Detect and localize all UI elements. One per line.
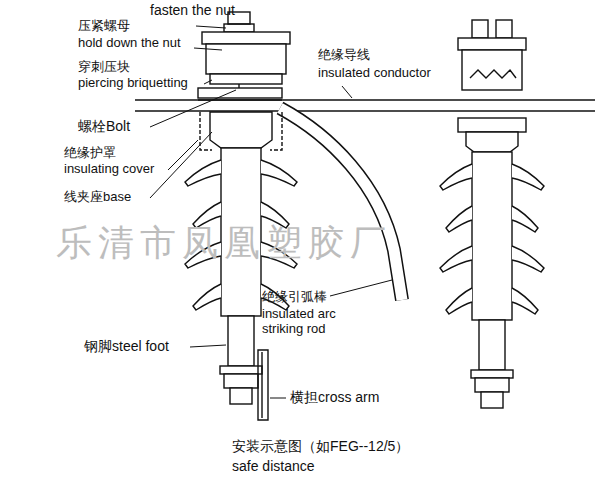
part-label: 穿刺压块 xyxy=(78,60,130,75)
hold-down-nut xyxy=(224,24,254,32)
foot-bolt xyxy=(481,392,503,408)
part-label: 线夹座base xyxy=(64,190,131,205)
insulator-shed xyxy=(185,160,297,186)
conductor-line xyxy=(135,110,595,111)
clamp-base xyxy=(466,132,518,152)
part-label: fasten the nut xyxy=(150,2,235,18)
clamp-body xyxy=(206,44,286,74)
foot-nut xyxy=(224,374,258,388)
foot-bolt xyxy=(230,388,252,404)
part-label: 绝缘导线 xyxy=(318,48,370,63)
figure-caption: 安装示意图（如FEG--12/5） xyxy=(232,438,409,454)
part-label: 绝缘护罩 xyxy=(64,146,116,161)
nut xyxy=(496,20,512,38)
insulator-core xyxy=(472,152,512,320)
insulator-shed xyxy=(440,164,544,190)
clamp-top xyxy=(458,38,526,50)
cross-arm xyxy=(258,350,268,420)
nut xyxy=(472,20,488,38)
arc-rod-fill xyxy=(280,108,402,300)
part-label: hold down the nut xyxy=(78,36,181,51)
insulator-shed xyxy=(446,288,538,314)
washer xyxy=(220,366,262,374)
part-label: insulating cover xyxy=(64,162,154,177)
part-label: insulated conductor xyxy=(318,66,431,81)
part-label: 螺栓Bolt xyxy=(78,118,130,134)
conductor-line xyxy=(135,99,595,100)
clamp-top xyxy=(202,32,290,44)
insulating-cover xyxy=(200,112,282,150)
part-label: 压紧螺母 xyxy=(78,19,130,34)
clamp-body xyxy=(462,50,522,90)
clamp-lower xyxy=(458,118,526,132)
piercing-teeth xyxy=(470,70,516,78)
part-label: 横担cross arm xyxy=(290,389,379,405)
part-label: insulated arc striking rod xyxy=(262,307,362,337)
part-label: 绝缘引弧棒 xyxy=(262,290,327,305)
part-label: 钢脚steel foot xyxy=(84,338,169,354)
arc-rod-outline xyxy=(280,108,402,300)
foot-nut xyxy=(475,378,509,392)
part-label: piercing briquetting xyxy=(78,76,188,91)
clamp-base xyxy=(210,112,272,148)
steel-foot xyxy=(228,316,254,366)
steel-foot xyxy=(479,320,505,370)
piercing-block xyxy=(210,74,282,84)
insulator-shed xyxy=(440,246,544,272)
insulator-shed xyxy=(446,206,538,232)
part-label: safe distance xyxy=(232,458,315,474)
washer xyxy=(471,370,513,378)
piercing-block xyxy=(198,88,282,98)
watermark: 乐清市凤凰塑胶厂 xyxy=(56,222,392,263)
